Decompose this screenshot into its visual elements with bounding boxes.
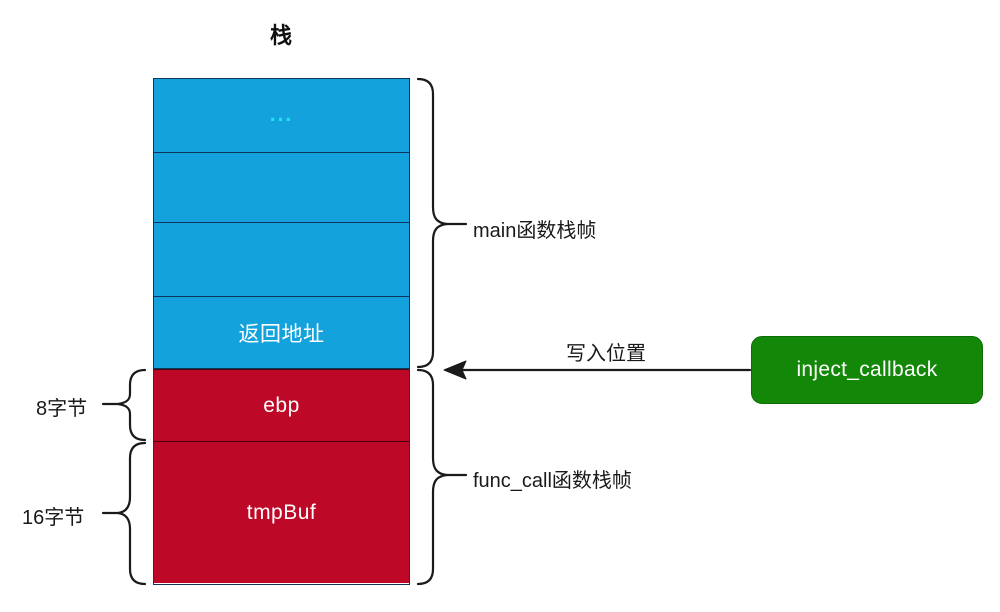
- brace-8-bytes: [116, 368, 147, 442]
- node-inject-callback[interactable]: inject_callback: [751, 336, 983, 404]
- stack-column: ... 返回地址 ebp tmpBuf: [153, 78, 410, 585]
- return-address-label: 返回地址: [238, 322, 325, 346]
- brace-func-call-frame: [416, 368, 449, 586]
- size-label-8-bytes: 8字节: [36, 398, 88, 420]
- brace-main-frame: [416, 77, 449, 369]
- tmpbuf-label: tmpBuf: [246, 500, 317, 524]
- ellipsis-label: ...: [269, 103, 294, 127]
- page-title: 栈: [269, 23, 293, 48]
- stack-cell-empty-2: [154, 223, 409, 297]
- stack-cell-ellipsis: ...: [154, 79, 409, 153]
- size-label-16-bytes: 16字节: [22, 507, 85, 529]
- brace-16-bytes: [116, 441, 147, 586]
- bracket-label-main-frame: main函数栈帧: [473, 220, 597, 242]
- connector-arrowhead: [443, 360, 467, 380]
- ebp-label: ebp: [263, 393, 300, 417]
- stack-cell-return-address: 返回地址: [154, 297, 409, 369]
- stack-cell-empty-1: [154, 153, 409, 223]
- node-inject-callback-label: inject_callback: [796, 358, 938, 381]
- stack-cell-tmpbuf: tmpBuf: [154, 442, 409, 583]
- stack-cell-ebp: ebp: [154, 369, 409, 442]
- bracket-label-func-call-frame: func_call函数栈帧: [473, 470, 632, 492]
- annotation-write-position: 写入位置: [566, 343, 646, 365]
